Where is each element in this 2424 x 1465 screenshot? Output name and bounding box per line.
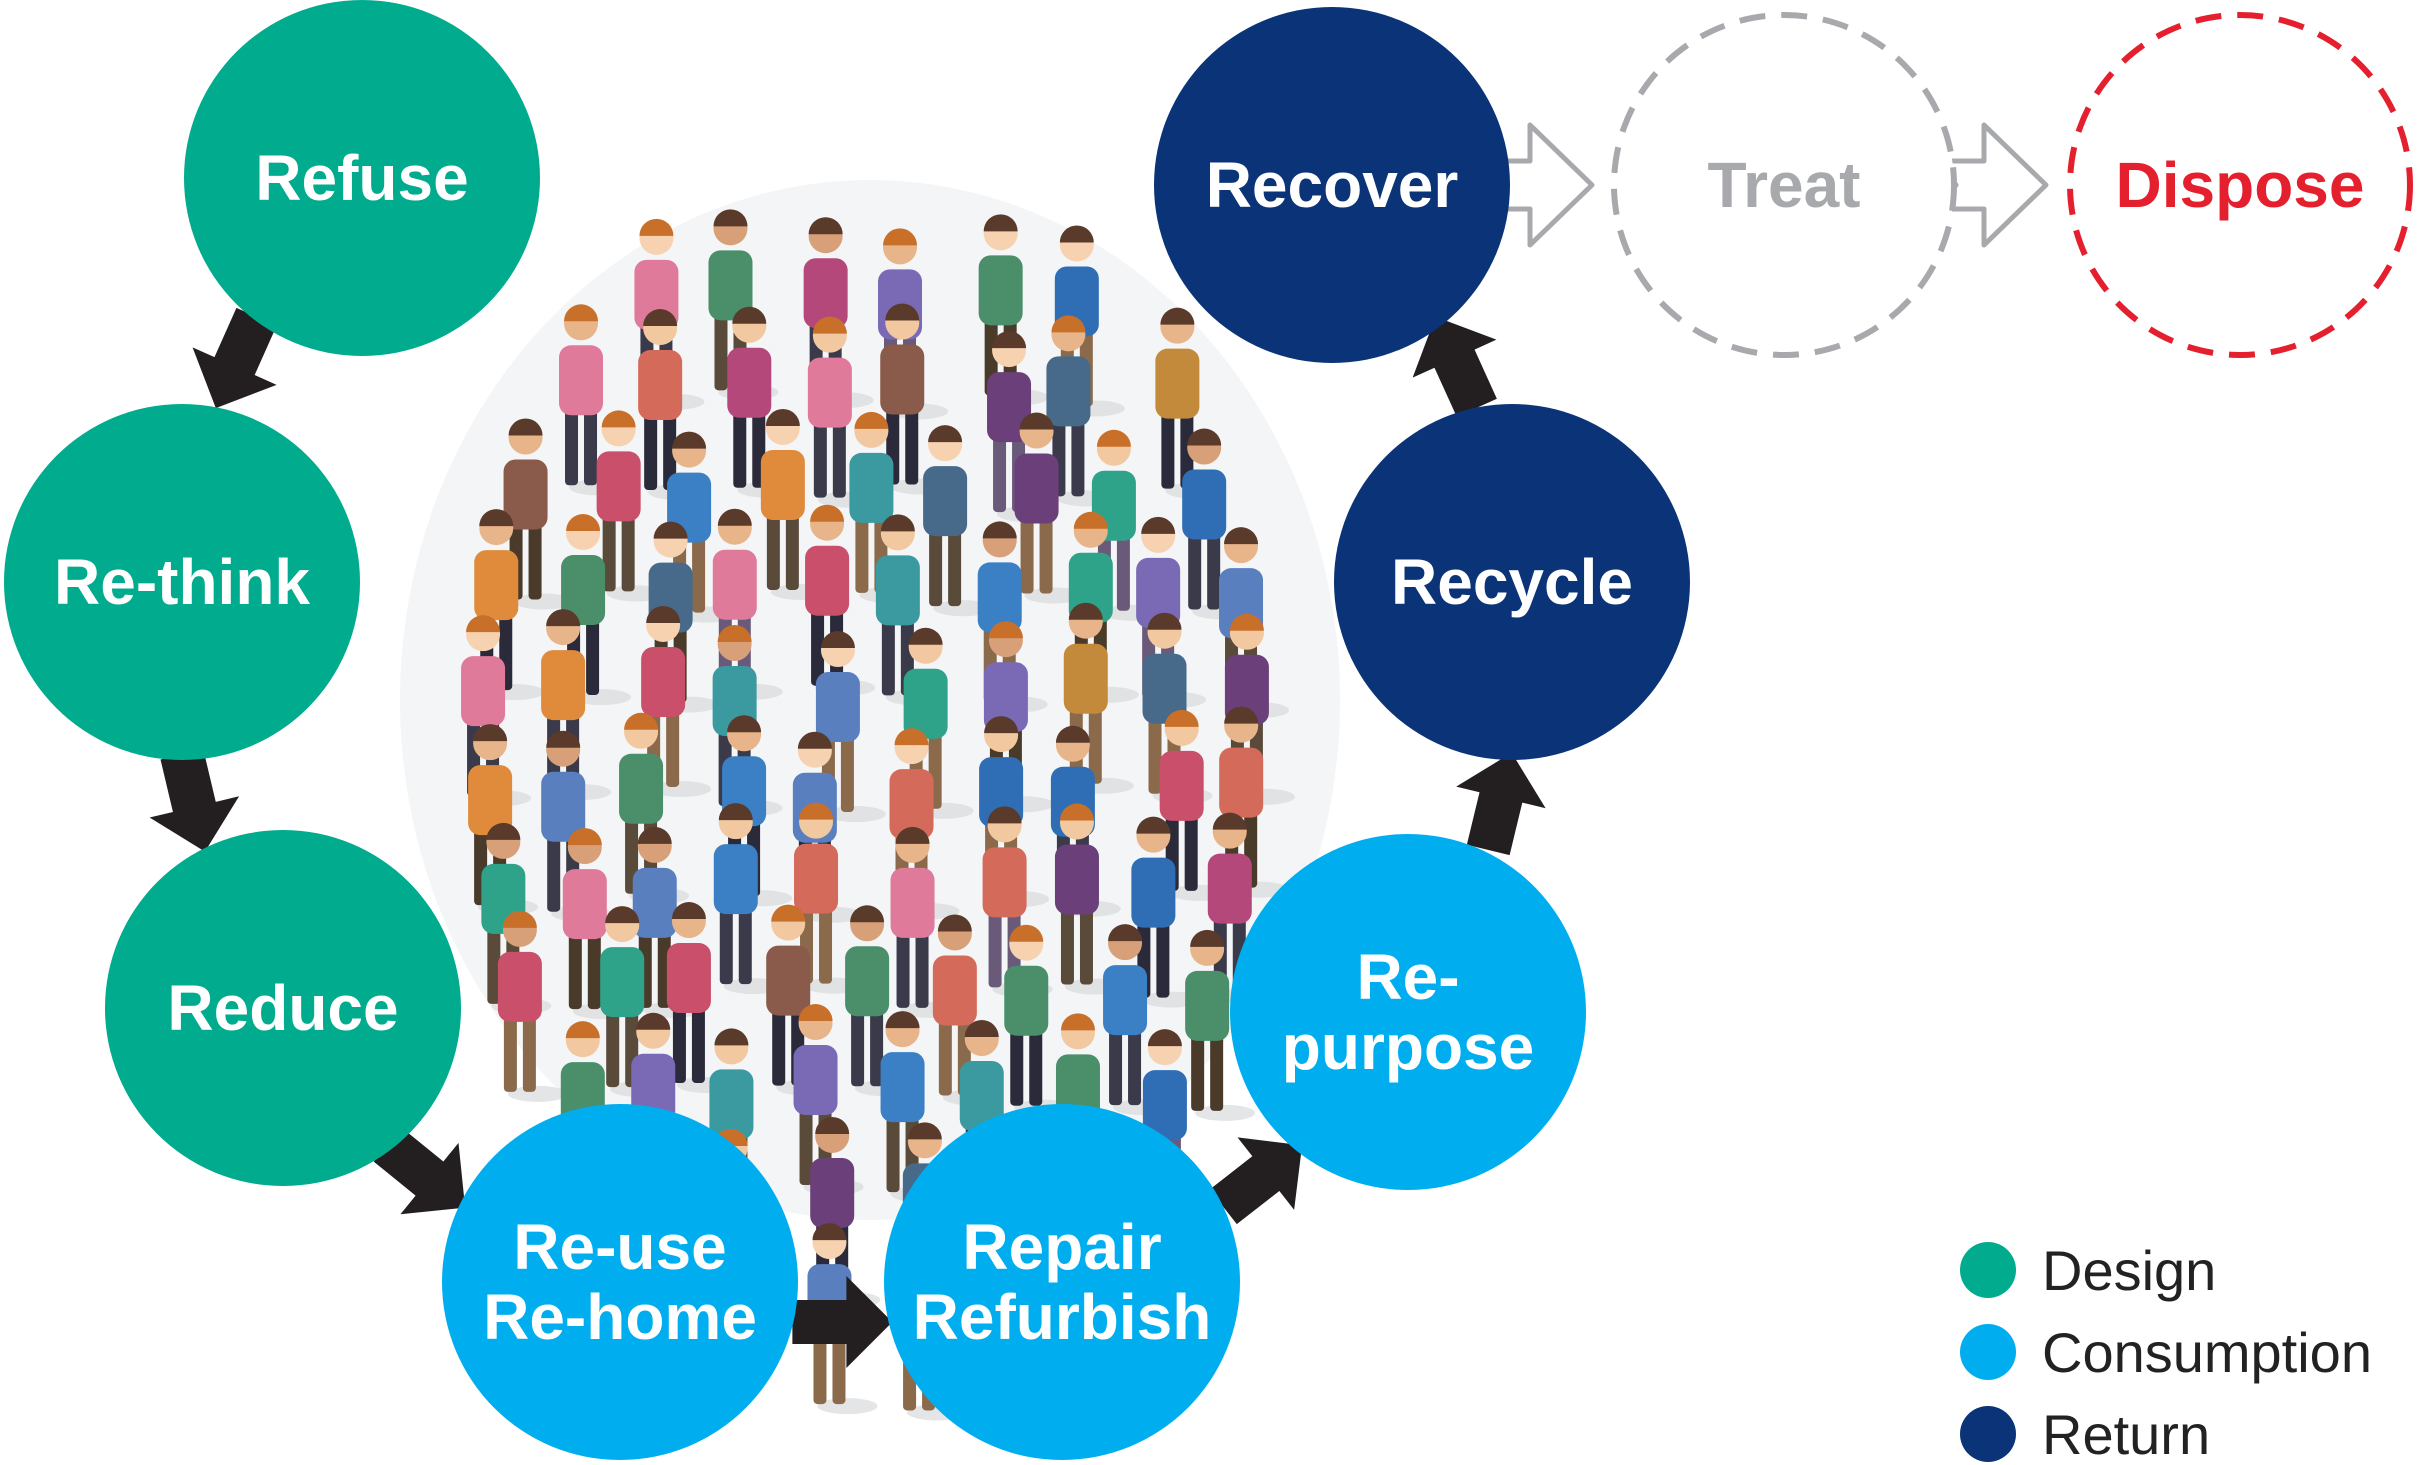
node-label: Re-use <box>513 1211 726 1283</box>
node-label: Treat <box>1708 149 1861 221</box>
node-label: Recycle <box>1391 546 1633 618</box>
node-label: Re-home <box>483 1281 757 1353</box>
node-recycle: Recycle <box>1334 404 1690 760</box>
node-label: Refurbish <box>913 1281 1212 1353</box>
node-label: purpose <box>1282 1011 1534 1083</box>
node-label: Refuse <box>255 142 468 214</box>
legend-item-consumption: Consumption <box>1960 1321 2372 1384</box>
node-treat: Treat <box>1611 12 1957 358</box>
node-rethink: Re-think <box>4 404 360 760</box>
legend-label: Return <box>2042 1403 2210 1465</box>
node-label: Dispose <box>2116 149 2365 221</box>
crowd-of-people-illustration <box>400 180 1340 1421</box>
node-label: Repair <box>962 1211 1161 1283</box>
stage-nodes: RefuseRe-thinkReduceRe-useRe-homeRepairR… <box>4 0 2413 1460</box>
legend-label: Design <box>2042 1239 2216 1302</box>
legend-swatch <box>1960 1242 2016 1298</box>
cycle-arrows <box>149 307 1546 1368</box>
node-refuse: Refuse <box>184 0 540 356</box>
legend-item-return: Return <box>1960 1403 2210 1465</box>
node-label: Recover <box>1206 149 1459 221</box>
node-recover: Recover <box>1154 7 1510 363</box>
legend-label: Consumption <box>2042 1321 2372 1384</box>
legend-item-design: Design <box>1960 1239 2216 1302</box>
node-dispose: Dispose <box>2067 12 2413 358</box>
node-reduce: Reduce <box>105 830 461 1186</box>
node-label: Re- <box>1356 941 1459 1013</box>
legend-swatch <box>1960 1406 2016 1462</box>
node-label: Re-think <box>54 546 310 618</box>
node-label: Reduce <box>167 972 398 1044</box>
legend-swatch <box>1960 1324 2016 1380</box>
node-repurpose: Re-purpose <box>1230 834 1586 1190</box>
